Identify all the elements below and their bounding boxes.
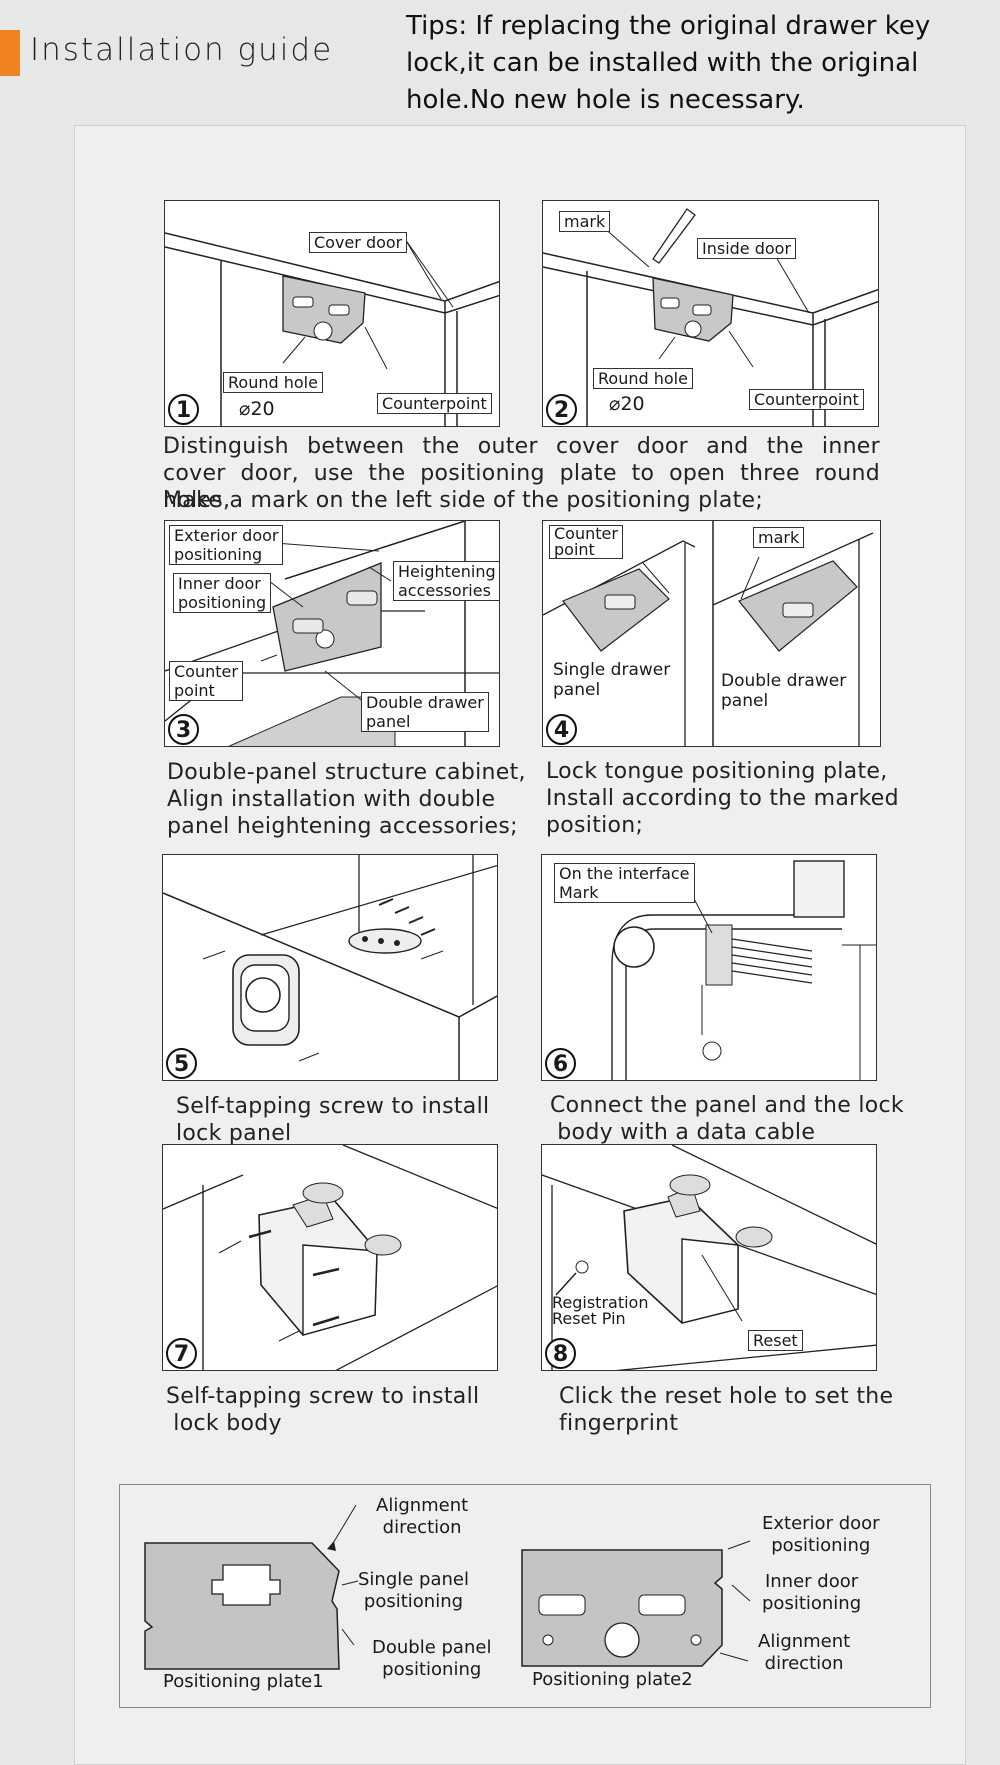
caption-step-5-line-2: lock panel bbox=[176, 1121, 292, 1146]
step-3-illustration: Exterior door positioning Inner door pos… bbox=[164, 520, 500, 747]
mark-label: mark bbox=[753, 527, 805, 548]
step-1-illustration: Cover door Round hole ⌀20 Counterpoint 1 bbox=[164, 200, 500, 427]
caption-step-8-line-1: Click the reset hole to set the bbox=[559, 1384, 894, 1409]
plate1-label: Positioning plate1 bbox=[163, 1671, 324, 1692]
round-hole-label: Round hole bbox=[593, 368, 693, 389]
step-4-illustration: Counter point mark Single drawer panel D… bbox=[542, 520, 881, 747]
counterpoint-label: Counterpoint bbox=[749, 389, 864, 410]
diameter-label: ⌀20 bbox=[609, 393, 645, 415]
mark-label: mark bbox=[559, 211, 611, 232]
caption-step-7-line-2: lock body bbox=[166, 1411, 282, 1436]
step-number: 1 bbox=[168, 394, 199, 425]
caption-step-8-line-2: fingerprint bbox=[559, 1411, 679, 1436]
counter-point-label: Counter point bbox=[169, 661, 243, 701]
reset-label: Reset bbox=[748, 1330, 803, 1351]
caption-step-1-line-2: cover door, use the positioning plate to… bbox=[163, 461, 880, 513]
plate2-label: Positioning plate2 bbox=[532, 1669, 693, 1690]
counterpoint-label: Counterpoint bbox=[377, 393, 492, 414]
step-8-drawing bbox=[542, 1145, 876, 1370]
caption-step-3-line-1: Double-panel structure cabinet, bbox=[167, 760, 526, 785]
step-7-illustration: 7 bbox=[162, 1144, 498, 1371]
counter-point-label: Counter point bbox=[549, 525, 623, 559]
caption-step-5-line-1: Self-tapping screw to install bbox=[176, 1094, 490, 1119]
p1-alignment-label: Alignment direction bbox=[376, 1495, 469, 1538]
p1-single-panel-label: Single panel positioning bbox=[358, 1569, 469, 1612]
caption-step-6-line-2: body with a data cable bbox=[550, 1120, 816, 1145]
caption-step-4-line-2: Install according to the marked bbox=[546, 786, 899, 811]
p2-exterior-label: Exterior door positioning bbox=[762, 1513, 880, 1556]
step-number: 8 bbox=[545, 1338, 576, 1369]
step-7-drawing bbox=[163, 1145, 497, 1370]
caption-step-4-line-1: Lock tongue positioning plate, bbox=[546, 759, 888, 784]
p2-inner-label: Inner door positioning bbox=[762, 1571, 862, 1614]
positioning-plates-box: Alignment direction Single panel positio… bbox=[119, 1484, 931, 1708]
title-accent-bar bbox=[0, 30, 20, 76]
cover-door-label: Cover door bbox=[309, 232, 408, 253]
caption-step-3-line-2: Align installation with double bbox=[167, 787, 496, 812]
reset-pin-label: Registration Reset Pin bbox=[552, 1293, 649, 1328]
step-number: 3 bbox=[168, 714, 199, 745]
step-6-drawing bbox=[611, 860, 876, 1080]
inside-door-label: Inside door bbox=[697, 238, 797, 259]
caption-step-6-line-1: Connect the panel and the lock bbox=[550, 1093, 904, 1118]
step-5-illustration: 5 bbox=[162, 854, 498, 1081]
heightening-label: Heightening accessories bbox=[393, 561, 499, 601]
positioning-plates-drawing bbox=[144, 1504, 751, 1670]
step-4-drawing bbox=[543, 521, 874, 746]
double-drawer-panel-label: Double drawer panel bbox=[721, 671, 847, 711]
caption-step-1-line-1: Distinguish between the outer cover door… bbox=[163, 434, 880, 459]
p1-double-panel-label: Double panel positioning bbox=[372, 1637, 492, 1680]
caption-step-7-line-1: Self-tapping screw to install bbox=[166, 1384, 480, 1409]
step-number: 4 bbox=[546, 714, 577, 745]
diameter-label: ⌀20 bbox=[239, 398, 275, 420]
step-2-illustration: mark Inside door Round hole ⌀20 Counterp… bbox=[542, 200, 879, 427]
caption-step-1-line-3: Make a mark on the left side of the posi… bbox=[163, 488, 764, 513]
single-drawer-panel-label: Single drawer panel bbox=[553, 660, 671, 700]
caption-step-3-line-3: panel heightening accessories; bbox=[167, 814, 518, 839]
step-1-drawing bbox=[165, 232, 499, 426]
round-hole-label: Round hole bbox=[223, 372, 323, 393]
inner-door-label: Inner door positioning bbox=[173, 573, 272, 613]
double-panel-label: Double drawer panel bbox=[361, 692, 489, 732]
interface-mark-label: On the interface Mark bbox=[554, 863, 695, 903]
p2-alignment-label: Alignment direction bbox=[758, 1631, 851, 1674]
step-5-drawing bbox=[163, 855, 497, 1080]
caption-step-4-line-3: position; bbox=[546, 813, 644, 838]
step-number: 5 bbox=[166, 1048, 197, 1079]
step-6-illustration: On the interface Mark 6 bbox=[541, 854, 877, 1081]
step-number: 7 bbox=[166, 1338, 197, 1369]
step-8-illustration: Registration Reset Pin Reset 8 bbox=[541, 1144, 877, 1371]
tips-text: Tips: If replacing the original drawer k… bbox=[406, 11, 931, 115]
page-title: Installation guide bbox=[30, 32, 334, 68]
exterior-door-label: Exterior door positioning bbox=[169, 525, 284, 565]
step-number: 6 bbox=[545, 1048, 576, 1079]
step-number: 2 bbox=[546, 394, 577, 425]
